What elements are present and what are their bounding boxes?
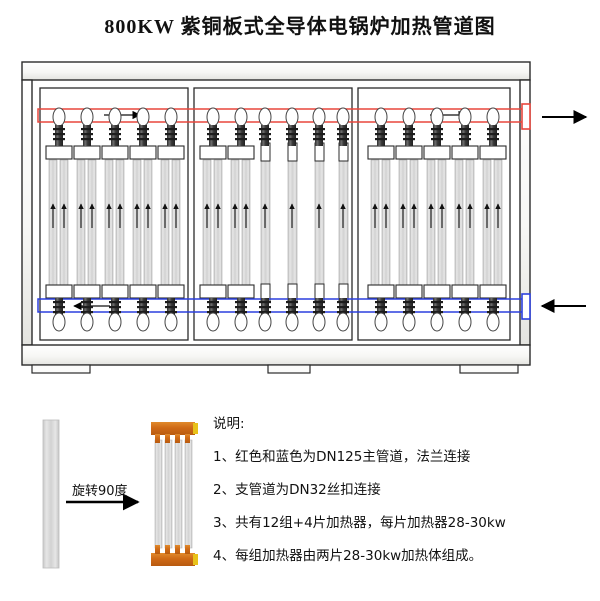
heater-column-double: [132, 159, 153, 286]
cabinet-frame: [21, 61, 531, 374]
heater-column-double: [482, 159, 503, 286]
branch-valve: [258, 107, 272, 146]
legend-item-1: 1、红色和蓝色为DN125主管道，法兰连接: [213, 448, 470, 465]
branch-valve: [402, 298, 416, 332]
heater-column-double: [426, 159, 447, 286]
panel-3-outline: [357, 87, 511, 341]
cabinet-foot-left: [31, 364, 91, 374]
panel-1-outline: [39, 87, 189, 341]
legend-item-3: 3、共有12组+4片加热器，每片加热器28-30kw: [213, 515, 506, 531]
legend-heading: 说明:: [213, 416, 245, 432]
branch-valve: [80, 107, 94, 146]
cabinet-bottom-bar: [21, 344, 531, 366]
cold-pipe-flange: [521, 293, 531, 320]
branch-valve: [234, 107, 248, 146]
branch-valve: [430, 107, 444, 146]
branch-valve: [206, 107, 220, 146]
branch-valve: [312, 298, 326, 332]
branch-valve: [312, 107, 326, 146]
branch-valve: [486, 298, 500, 332]
heater-tubes-layer: [48, 159, 503, 286]
heater-column-double: [202, 159, 223, 286]
branch-valve: [285, 298, 299, 332]
heater-terminal-bottom: [193, 554, 198, 565]
valves-layer: [52, 107, 500, 332]
branch-valve: [486, 107, 500, 146]
manifold-boxes-layer: [45, 145, 507, 299]
panel-outlines: [39, 87, 511, 341]
heater-column-double: [76, 159, 97, 286]
single-column-stubs: [260, 142, 349, 303]
branch-valve: [402, 107, 416, 146]
branch-valve: [234, 298, 248, 332]
legend-item-4: 4、每组加热器由两片28-30kw加热体组成。: [213, 548, 482, 564]
panel-1-heater-columns: [48, 159, 181, 286]
heater-header-bottom: [151, 553, 195, 566]
panel-3-heater-columns: [370, 159, 503, 286]
heater-column-double: [160, 159, 181, 286]
branch-valve: [336, 107, 350, 146]
branch-valve: [164, 107, 178, 146]
branch-valve: [458, 107, 472, 146]
rotated-heater-element: [151, 422, 198, 566]
branch-valve: [206, 298, 220, 332]
branch-valve: [136, 107, 150, 146]
heater-column-double: [48, 159, 69, 286]
heater-column-double: [398, 159, 419, 286]
branch-valve: [52, 298, 66, 332]
branch-valve: [374, 298, 388, 332]
heater-terminal-top: [193, 423, 198, 434]
branch-valve: [136, 298, 150, 332]
hot-pipe-flange: [521, 103, 531, 130]
heater-column-double: [104, 159, 125, 286]
tube-flow-arrows: [50, 203, 501, 228]
flat-plate-before: [42, 419, 60, 569]
branch-valve: [108, 298, 122, 332]
rotation-label: 旋转90度: [72, 483, 128, 499]
manifold-box-bottom-row: [45, 284, 507, 299]
cabinet-left-post: [21, 79, 33, 346]
branch-valve: [374, 107, 388, 146]
manifold-box-top-row: [45, 145, 507, 160]
cabinet-top-bar: [21, 61, 531, 81]
legend-item-2: 2、支管道为DN32丝扣连接: [213, 481, 381, 498]
page-title: 800KW 紫铜板式全导体电锅炉加热管道图: [104, 16, 496, 38]
heater-column-double: [370, 159, 391, 286]
branch-valve: [80, 298, 94, 332]
legend-block: 说明: 1、红色和蓝色为DN125主管道，法兰连接 2、支管道为DN32丝扣连接…: [213, 416, 506, 564]
cabinet-foot-center: [267, 364, 311, 374]
panel-2-outline: [193, 87, 353, 341]
cabinet-foot-right: [459, 364, 519, 374]
valve-top-row: [52, 107, 500, 146]
branch-valve: [164, 298, 178, 332]
branch-valve: [285, 107, 299, 146]
valve-bottom-row: [52, 298, 500, 332]
panel-2-heater-columns: [202, 159, 349, 286]
heater-column-double: [454, 159, 475, 286]
branch-valve: [430, 298, 444, 332]
branch-valve: [52, 107, 66, 146]
heater-column-double: [230, 159, 251, 286]
branch-valve: [108, 107, 122, 146]
branch-valve: [336, 298, 350, 332]
branch-valve: [458, 298, 472, 332]
rotation-detail: 旋转90度: [42, 419, 198, 569]
heater-header-top: [151, 422, 195, 435]
branch-valve: [258, 298, 272, 332]
